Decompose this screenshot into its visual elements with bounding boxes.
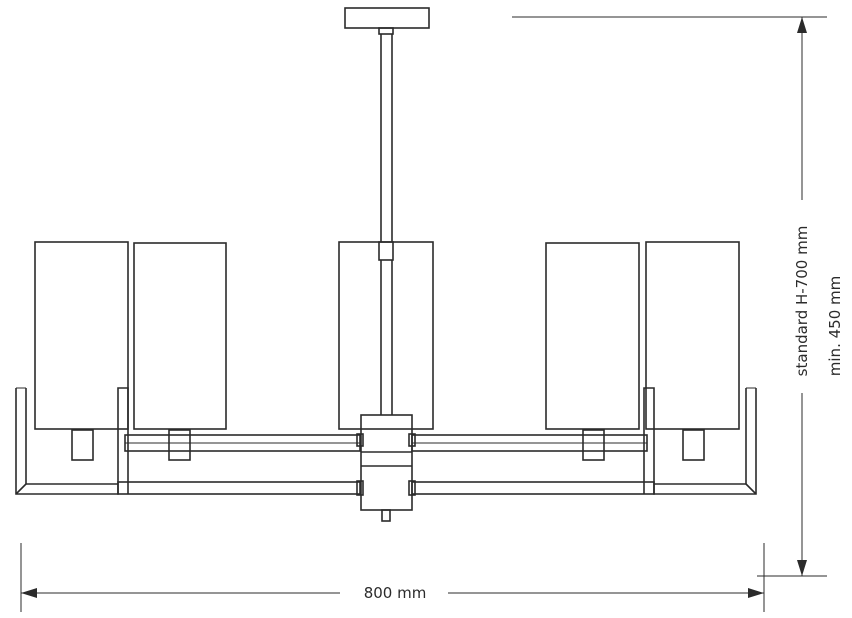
- shade-left-inner: [133, 242, 227, 461]
- shade-center: [338, 241, 434, 430]
- central-hub: [356, 414, 416, 522]
- lower-arm-bars: [117, 481, 655, 495]
- suspension-rod: [378, 27, 394, 415]
- height-min-label: min. 450 mm: [826, 276, 844, 376]
- width-dimension: [20, 543, 765, 612]
- shade-right-inner: [545, 242, 640, 461]
- shade-right-outer: [645, 241, 740, 461]
- height-dimension: [512, 16, 827, 577]
- upper-arm-bars: [124, 434, 648, 452]
- width-label: 800 mm: [364, 584, 427, 602]
- ceiling-canopy: [344, 7, 430, 29]
- bracket-right: [643, 387, 757, 495]
- shade-left-outer: [34, 241, 129, 461]
- bracket-left: [15, 387, 129, 495]
- height-standard-label: standard H-700 mm: [793, 226, 811, 377]
